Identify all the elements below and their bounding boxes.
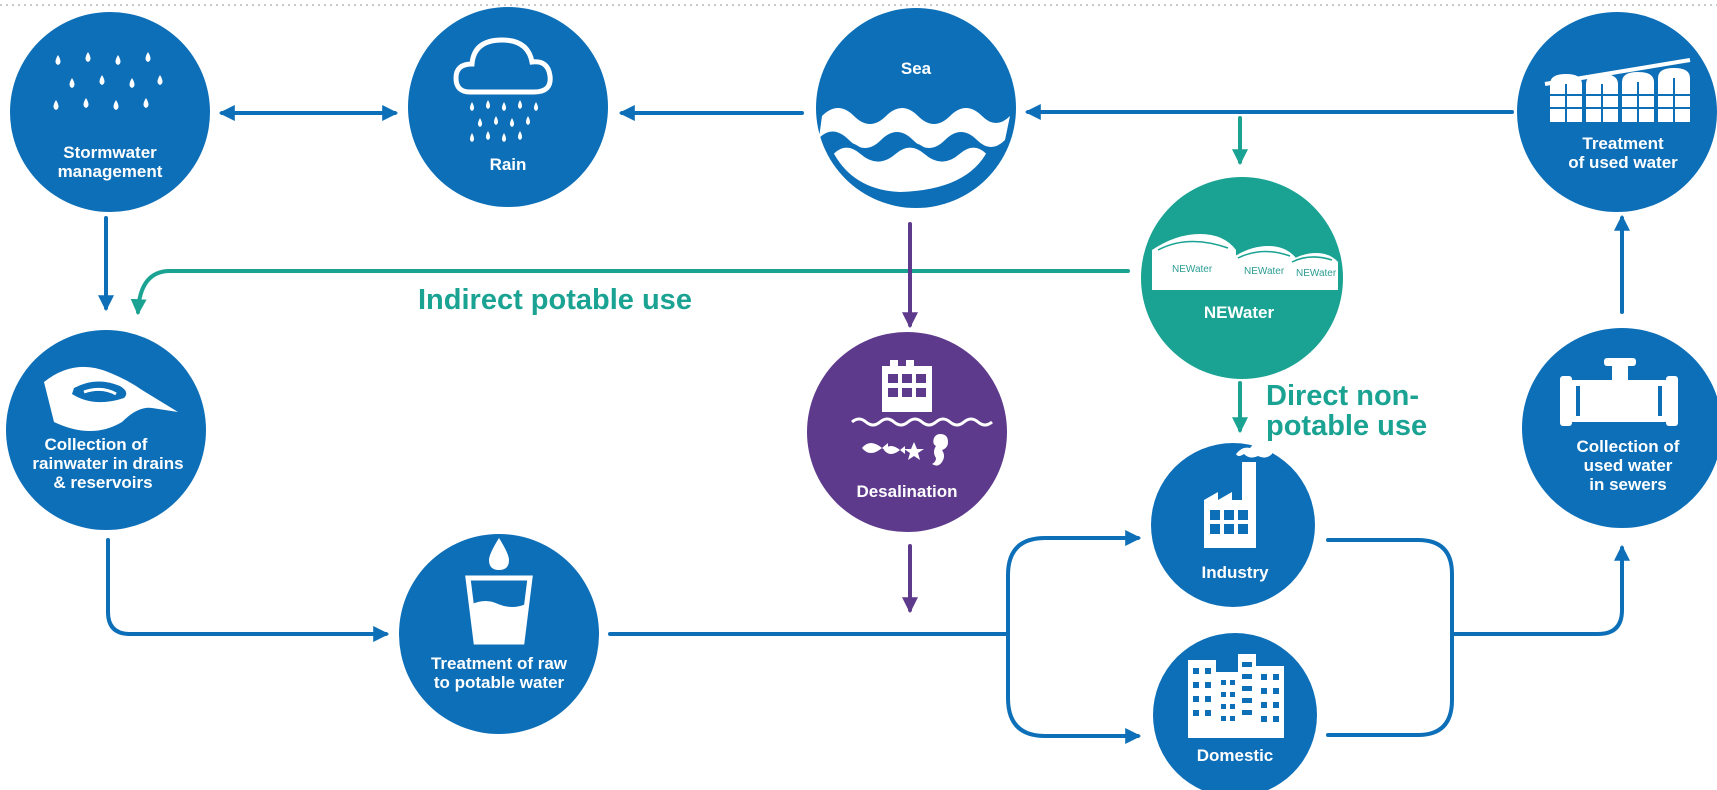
indirect-potable-label: Indirect potable use (418, 284, 692, 316)
node-sea: Sea (816, 8, 1016, 208)
newater-label: NEWater (1204, 303, 1275, 322)
arrow-indirect-potable (130, 269, 1130, 316)
node-desalination: Desalination (807, 332, 1007, 532)
waves-icon (819, 108, 1010, 148)
direct-nonpotable-label-line1: Direct non- (1266, 380, 1419, 412)
apartment-buildings-icon (1188, 654, 1284, 738)
newater-tank-text-3: NEWater (1296, 268, 1337, 279)
arrow-split-domestic (1006, 632, 1142, 744)
node-collection-used: Collection of used water in sewers (1522, 328, 1717, 528)
node-newater: NEWater NEWater NEWater NEWater (1141, 177, 1343, 379)
collection-rain-label-line1: Collection of (45, 435, 148, 454)
stormwater-label-line1: Stormwater (63, 143, 157, 162)
treatment-used-label-line1: Treatment (1582, 134, 1664, 153)
industry-label: Industry (1201, 563, 1269, 582)
newater-tank-text-1: NEWater (1172, 264, 1213, 275)
line-industry-merge (1326, 538, 1454, 636)
domestic-label: Domestic (1197, 746, 1274, 765)
desalination-label: Desalination (856, 482, 957, 501)
newater-tanks-icon: NEWater NEWater NEWater (1152, 234, 1338, 290)
treatment-raw-label-line2: to potable water (434, 673, 565, 692)
arrow-collection-treatment-raw (106, 538, 390, 642)
water-glass-icon (465, 538, 533, 645)
node-collection-rain: Collection of rainwater in drains & rese… (6, 330, 206, 530)
raindrops-icon (53, 52, 163, 110)
collection-rain-label-line2: rainwater in drains (32, 454, 183, 473)
direct-nonpotable-label-line2: potable use (1266, 410, 1427, 442)
reservoir-icon (44, 366, 178, 431)
desalination-plant-icon (851, 360, 993, 466)
node-stormwater: Stormwater management (10, 12, 210, 212)
collection-used-label-line1: Collection of (1577, 437, 1680, 456)
pipe-valve-icon (1560, 358, 1678, 426)
node-industry: Industry (1151, 443, 1315, 607)
sea-label: Sea (901, 59, 932, 78)
newater-tank-text-2: NEWater (1244, 266, 1285, 277)
treatment-raw-label-line1: Treatment of raw (431, 654, 568, 673)
node-domestic: Domestic (1153, 633, 1317, 790)
arrow-merge-collection-used (1450, 544, 1630, 636)
rain-cloud-icon (453, 37, 553, 142)
node-rain: Rain (408, 7, 608, 207)
line-domestic-merge (1326, 632, 1454, 737)
arrow-split-industry (1006, 530, 1142, 636)
node-treatment-raw: Treatment of raw to potable water (399, 534, 599, 734)
node-treatment-used: Treatment of used water (1517, 12, 1717, 212)
connectors (98, 104, 1630, 744)
stormwater-label-line2: management (58, 162, 163, 181)
collection-used-label-line3: in sewers (1589, 475, 1667, 494)
collection-rain-label-line3: & reservoirs (53, 473, 152, 492)
rain-label: Rain (490, 155, 527, 174)
collection-used-label-line2: used water (1584, 456, 1673, 475)
factory-icon (1204, 443, 1273, 548)
treatment-used-label-line2: of used water (1568, 153, 1678, 172)
treatment-plant-icon (1544, 58, 1691, 122)
